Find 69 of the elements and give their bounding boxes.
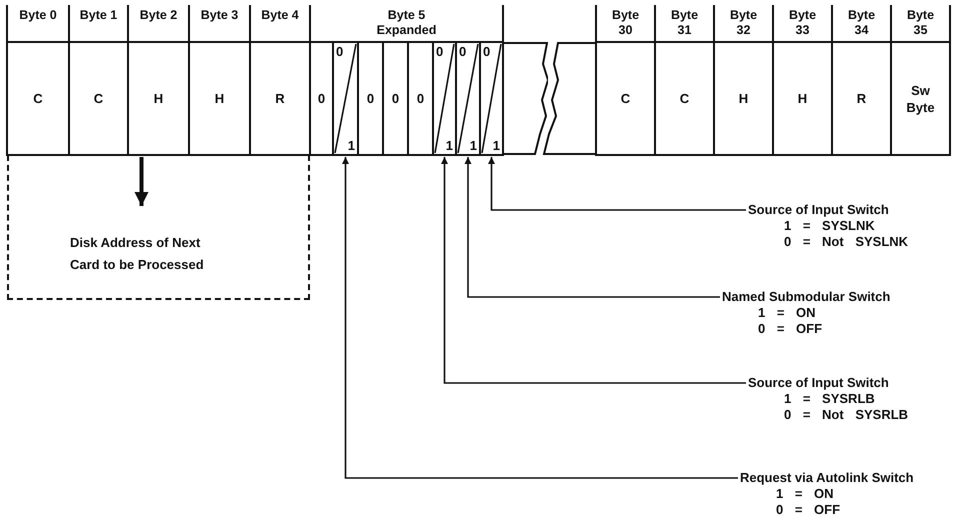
switch-name: Source of Input Switch [748, 202, 889, 218]
column-header: Byte 31 [670, 8, 700, 38]
bit-cell [382, 41, 409, 156]
value-line: 0 = OFF [775, 502, 840, 518]
field-code: H [738, 90, 748, 107]
column-header: Byte 35 [906, 8, 936, 38]
column-header: Byte 33 [788, 8, 818, 38]
column-header: Byte 4 [260, 8, 300, 23]
column-header: Byte 2 [138, 8, 178, 23]
bit-value: 1 [446, 138, 453, 153]
arrow [134, 157, 148, 206]
field-code: H [214, 90, 224, 107]
switch-name: Named Submodular Switch [722, 289, 890, 305]
byte-cell [654, 41, 715, 156]
value-line: 1 = SYSLNK [783, 218, 875, 234]
byte-cell [890, 41, 951, 156]
byte-cell [249, 41, 311, 156]
byte-cell [188, 41, 251, 156]
value-line: 1 = ON [775, 486, 834, 502]
bit-cell [309, 41, 334, 156]
bit-value: 0 [318, 90, 326, 107]
field-code: R [275, 90, 285, 107]
leader-arrow [464, 157, 720, 298]
byte-cell [713, 41, 774, 156]
bit-value: 0 [483, 44, 490, 59]
leader-arrow [342, 157, 738, 479]
bit-value: 1 [348, 138, 355, 153]
byte-cell [831, 41, 892, 156]
bit-cell [407, 41, 434, 156]
field-code: H [798, 90, 808, 107]
byte-cell [6, 41, 70, 156]
field-code: C [680, 90, 690, 107]
value-line: 0 = Not SYSLNK [783, 234, 908, 250]
bit-value: 1 [470, 138, 477, 153]
value-line: 0 = Not SYSRLB [783, 407, 908, 423]
field-code: C [33, 90, 43, 107]
bit-value: 0 [436, 44, 444, 59]
column-header: Byte 3 [200, 8, 240, 23]
field-code: Sw Byte [905, 82, 936, 116]
switch-name: Source of Input Switch [748, 375, 889, 391]
field-code: C [620, 90, 630, 107]
bit-value: 0 [459, 44, 466, 59]
note-text: Disk Address of Next Card to be Processed [70, 206, 217, 296]
bit-value: 0 [392, 90, 400, 107]
value-line: 1 = SYSRLB [783, 391, 875, 407]
value-line: 1 = ON [757, 305, 816, 321]
bit-cell [357, 41, 384, 156]
column-header: Byte 5 Expanded [376, 8, 438, 38]
field-code: H [154, 90, 164, 107]
column-header: Byte 30 [610, 8, 640, 38]
switch-name: Request via Autolink Switch [740, 470, 914, 486]
field-code: C [94, 90, 104, 107]
byte-cell [595, 41, 656, 156]
byte-cell [127, 41, 190, 156]
leader-arrow [441, 157, 746, 384]
column-header: Byte 1 [78, 8, 118, 23]
field-code: R [856, 90, 866, 107]
byte-cell [68, 41, 129, 156]
bit-value: 0 [366, 90, 374, 107]
column-header: Byte 0 [18, 8, 58, 23]
bit-value: 1 [492, 138, 500, 153]
column-header: Byte 32 [728, 8, 758, 38]
byte-cell [772, 41, 833, 156]
bit-value: 0 [416, 90, 424, 107]
value-line: 0 = OFF [757, 321, 822, 337]
bit-value: 0 [336, 44, 344, 59]
dashed-bracket-box [7, 155, 310, 300]
column-header: Byte 34 [846, 8, 876, 38]
leader-arrow [488, 157, 746, 211]
